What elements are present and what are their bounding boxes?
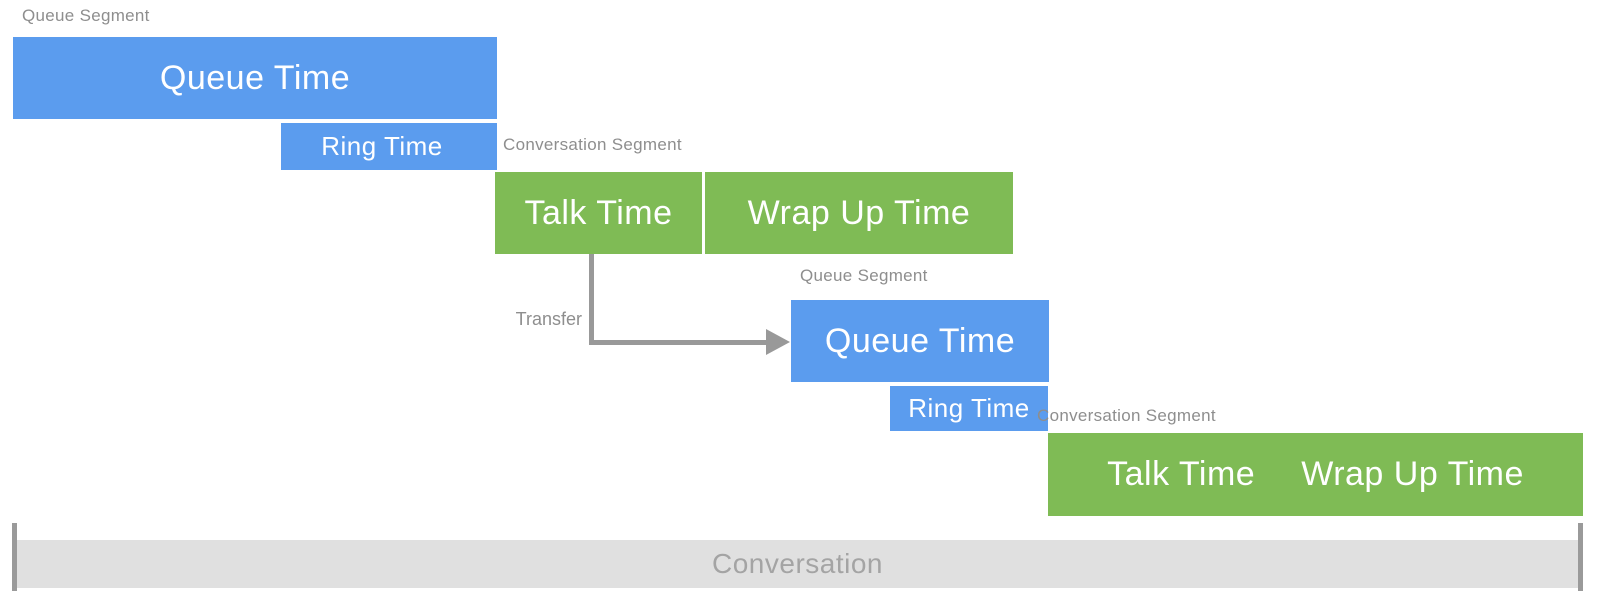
queue-segment-1-label: Queue Segment — [22, 6, 150, 25]
ring-time-bar-1: Ring Time — [281, 123, 497, 170]
ring-time-bar-2-label: Ring Time — [908, 393, 1030, 423]
transfer-arrowhead-icon — [766, 329, 790, 355]
conversation-timeline-label: Conversation — [712, 548, 883, 579]
conversation-segment-1-label: Conversation Segment — [503, 135, 682, 154]
wrap-up-time-bar-2-label: Wrap Up Time — [1301, 455, 1524, 493]
timeline-start-tick — [12, 523, 17, 591]
queue-time-bar-1-label: Queue Time — [159, 58, 351, 97]
wrap-up-time-bar-1: Wrap Up Time — [705, 172, 1013, 254]
ring-time-bar-2: Ring Time — [890, 386, 1048, 431]
transfer-connector-horizontal-line — [589, 340, 766, 345]
queue-time-bar-2: Queue Time — [791, 300, 1049, 382]
queue-time-bar-1: Queue Time — [13, 37, 497, 119]
transfer-label: Transfer — [515, 309, 582, 329]
ring-time-bar-1-label: Ring Time — [321, 131, 443, 161]
conversation-timeline-bar: Conversation — [17, 540, 1578, 588]
transfer-connector-vertical-line — [589, 254, 594, 345]
talk-time-bar-1-label: Talk Time — [524, 193, 673, 232]
conversation-bar-2: Talk Time Wrap Up Time — [1048, 433, 1583, 516]
wrap-up-time-bar-1-label: Wrap Up Time — [747, 193, 971, 232]
conversation-segment-2-label: Conversation Segment — [1037, 406, 1216, 425]
timeline-end-tick — [1578, 523, 1583, 591]
talk-time-bar-1: Talk Time — [495, 172, 702, 254]
queue-time-bar-2-label: Queue Time — [824, 321, 1016, 360]
talk-time-bar-2-label: Talk Time — [1107, 455, 1256, 493]
queue-segment-2-label: Queue Segment — [800, 266, 928, 285]
